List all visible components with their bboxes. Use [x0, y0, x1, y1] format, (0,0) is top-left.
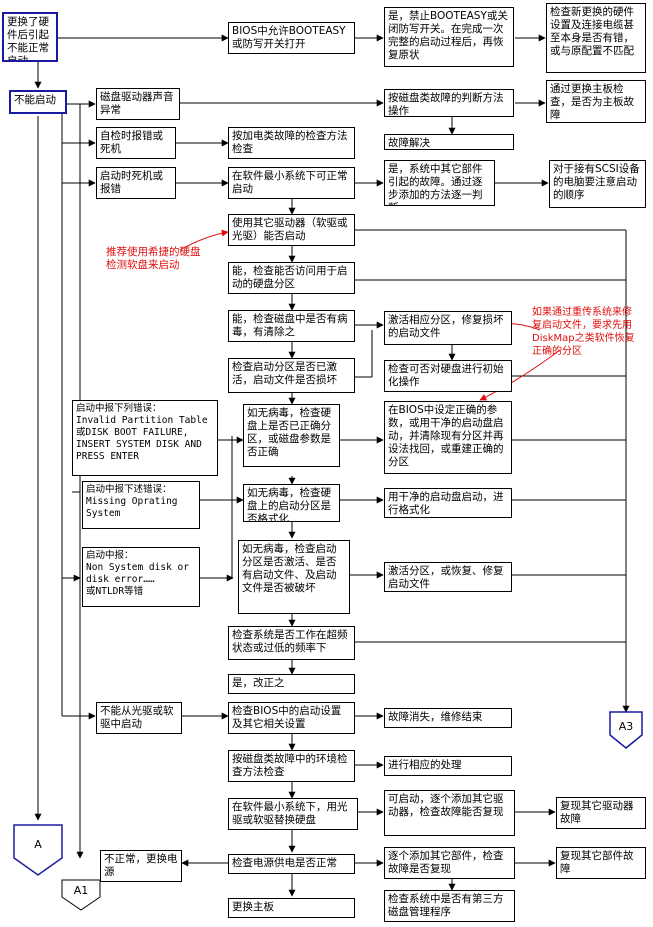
connector-a1-label: A1 — [73, 884, 89, 897]
node-error-invalid-partition: 启动中报下列错误： Invalid Partition Table 或DISK … — [72, 400, 218, 476]
node-repair-boot-files: 激活分区，或恢复、修复启动文件 — [384, 562, 512, 592]
node-check-power: 检查电源供电是否正常 — [228, 854, 355, 874]
connector-a1-shape — [61, 879, 101, 911]
node-check-boot-files: 如无病毒，检查启动分区是否激活、是否有启动文件、及启动文件是否被破坏 — [238, 540, 350, 614]
node-third-party-disk-mgr: 检查系统中是否有第三方磁盘管理程序 — [384, 890, 515, 922]
node-handle-accordingly: 进行相应的处理 — [384, 756, 512, 776]
connector-a-label: A — [34, 838, 42, 851]
node-scsi-boot-order: 对于接有SCSI设备的电脑要注意启动的顺序 — [549, 160, 646, 208]
note-diskmap: 如果通过重传系统来修 复启动文件，要求先用 DiskMap之类软件恢复 正确的分… — [532, 307, 635, 357]
node-cannot-boot: 不能启动 — [9, 90, 67, 114]
node-drive-fault: 复现其它驱动器故障 — [556, 797, 646, 829]
node-parts-fault: 复现其它部件故障 — [556, 847, 646, 879]
node-check-bios-boot: 检查BIOS中的启动设置及其它相关设置 — [228, 702, 355, 734]
node-env-check: 按磁盘类故障中的环境检查方法检查 — [228, 750, 355, 782]
node-minimal-system-boot: 在软件最小系统下可正常启动 — [228, 167, 355, 199]
node-replace-hdd-optical: 在软件最小系统下，用光驱或软驱替换硬盘 — [228, 798, 358, 830]
connector-a3-label: A3 — [618, 720, 634, 733]
node-other-parts-fault: 是，系统中其它部件引起的故障。通过逐步添加的方法逐一判断 — [384, 160, 495, 206]
node-check-virus: 能，检查磁盘中是否有病毒，有清除之 — [228, 310, 355, 342]
node-cannot-boot-optical: 不能从光驱或软驱中启动 — [96, 702, 182, 734]
node-bios-booteasy: BIOS中允许BOOTEASY或防写开关打开 — [228, 22, 355, 54]
node-clean-boot-format: 用干净的启动盘启动，进行格式化 — [384, 488, 512, 518]
connector-a-shape — [13, 824, 63, 876]
node-replace-mainboard-check: 通过更换主板检查，是否为主板故障 — [546, 80, 646, 123]
node-check-partition-format: 如无病毒，检查硬盘上的启动分区是否格式化 — [243, 484, 340, 522]
node-init-disk: 检查可否对硬盘进行初始化操作 — [384, 360, 512, 392]
node-correct-it: 是，改正之 — [228, 674, 355, 694]
node-replace-psu: 不正常，更换电源 — [100, 850, 182, 882]
node-other-drive-boot: 使用其它驱动器（软驱或光驱）能否启动 — [228, 214, 355, 246]
node-disk-sound-abnormal: 磁盘驱动器声音异常 — [96, 88, 180, 120]
node-check-partition-params: 如无病毒，检查硬盘上是否已正确分区，或磁盘参数是否正确 — [243, 404, 340, 467]
node-hardware-replaced: 更换了硬件后引起不能正常启动 — [2, 12, 58, 62]
node-add-parts: 逐个添加其它部件，检查故障是否复现 — [384, 847, 515, 879]
node-disk-fault-method: 按磁盘类故障的判断方法操作 — [384, 89, 514, 117]
node-check-new-hardware: 检查新更换的硬件设置及连接电缆甚至本身是否有错，或与原配置不匹配 — [546, 3, 646, 73]
note-seagate-floppy: 推荐使用希捷的硬盘 检测软盘来启动 — [106, 246, 201, 271]
node-bios-set-params: 在BIOS中设定正确的参数，或用干净的启动盘启动，并清除现有分区并再设法找回，或… — [384, 401, 512, 474]
node-disable-booteasy: 是，禁止BOOTEASY或关闭防写开关。在完成一次完整的启动过程后，再恢复原状 — [384, 7, 514, 67]
node-access-partition: 能，检查能否访问用于启动的硬盘分区 — [228, 262, 355, 294]
node-add-drives: 可启动，逐个添加其它驱动器，检查故障能否复现 — [384, 790, 515, 836]
node-power-fault-method: 按加电类故障的检查方法检查 — [228, 127, 355, 159]
node-post-error: 自检时报错或死机 — [96, 127, 176, 159]
node-fault-solved: 故障解决 — [384, 134, 514, 150]
node-boot-hang: 启动时死机或报错 — [96, 167, 176, 199]
node-check-active-partition: 检查启动分区是否已激活，启动文件是否损坏 — [228, 358, 355, 393]
node-error-missing-os: 启动中报下述错误： Missing Oprating System — [82, 481, 200, 529]
node-repair-done: 故障消失，维修结束 — [384, 708, 512, 728]
node-check-overclock: 检查系统是否工作在超频状态或过低的频率下 — [228, 626, 355, 660]
connector-a3-shape — [609, 711, 643, 749]
node-error-non-system-disk: 启动中报： Non System disk or disk error…… 或N… — [82, 547, 200, 607]
node-replace-mainboard: 更换主板 — [228, 898, 355, 918]
node-activate-partition: 激活相应分区，修复损坏的启动文件 — [384, 311, 512, 345]
